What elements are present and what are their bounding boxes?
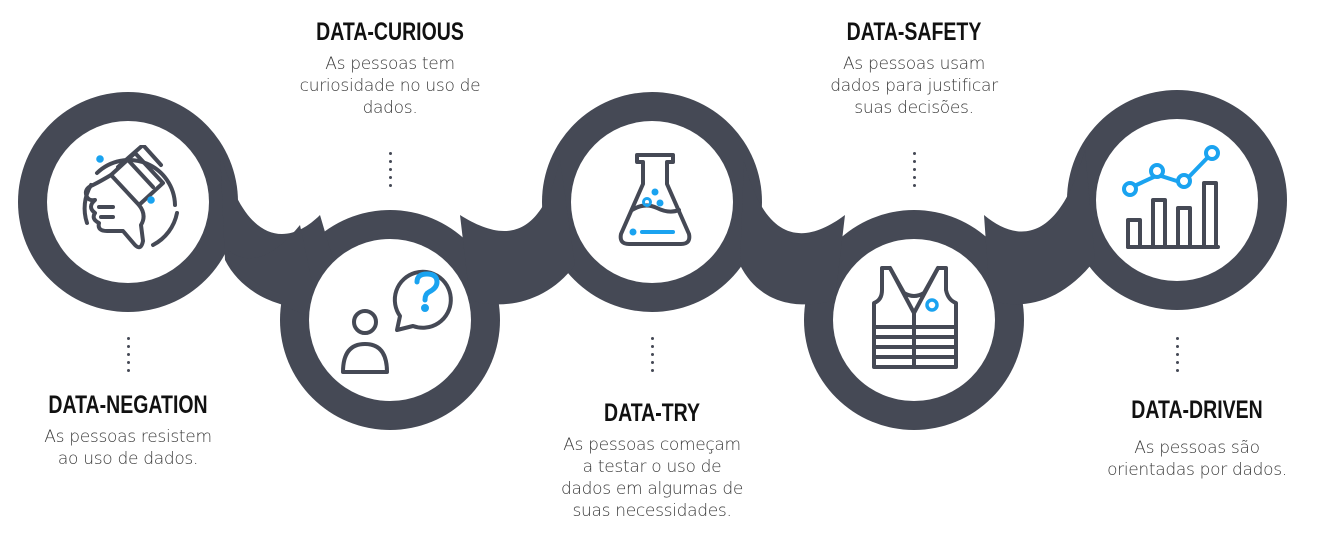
stage-data-curious: DATA-CURIOUS As pessoas tem curiosidade … bbox=[280, 17, 500, 119]
stage-title: DATA-NEGATION bbox=[48, 391, 208, 419]
stage-description: As pessoas resistem ao uso de dados. bbox=[44, 427, 212, 469]
stage-title: DATA-DRIVEN bbox=[1131, 396, 1263, 424]
stage-data-try: DATA-TRY As pessoas começam a testar o u… bbox=[542, 398, 762, 522]
stage-title: DATA-CURIOUS bbox=[316, 18, 464, 46]
flask-icon bbox=[618, 153, 692, 246]
person-question-icon bbox=[341, 269, 453, 374]
connector-dots-1 bbox=[127, 337, 131, 377]
connector-dots-2 bbox=[389, 152, 393, 192]
thumbs-down-icon bbox=[82, 145, 179, 250]
connector-dots-3 bbox=[651, 337, 655, 377]
stage-description: As pessoas tem curiosidade no uso de dad… bbox=[299, 54, 481, 118]
stage-data-safety: DATA-SAFETY As pessoas usam dados para j… bbox=[804, 17, 1024, 119]
growth-chart-icon bbox=[1122, 145, 1220, 249]
stage-title: DATA-SAFETY bbox=[846, 18, 982, 46]
stage-description: As pessoas são orientadas por dados. bbox=[1107, 438, 1287, 480]
stage-data-negation: DATA-NEGATION As pessoas resistem ao uso… bbox=[18, 390, 238, 470]
stage-title: DATA-TRY bbox=[603, 399, 701, 427]
connector-dots-5 bbox=[1176, 337, 1180, 377]
stage-description: As pessoas começam a testar o uso de dad… bbox=[561, 435, 743, 521]
safety-vest-icon bbox=[872, 266, 958, 369]
connector-dots-4 bbox=[913, 152, 917, 192]
stage-description: As pessoas usam dados para justificar su… bbox=[830, 54, 998, 118]
stage-data-driven: DATA-DRIVEN As pessoas são orientadas po… bbox=[1087, 395, 1307, 481]
